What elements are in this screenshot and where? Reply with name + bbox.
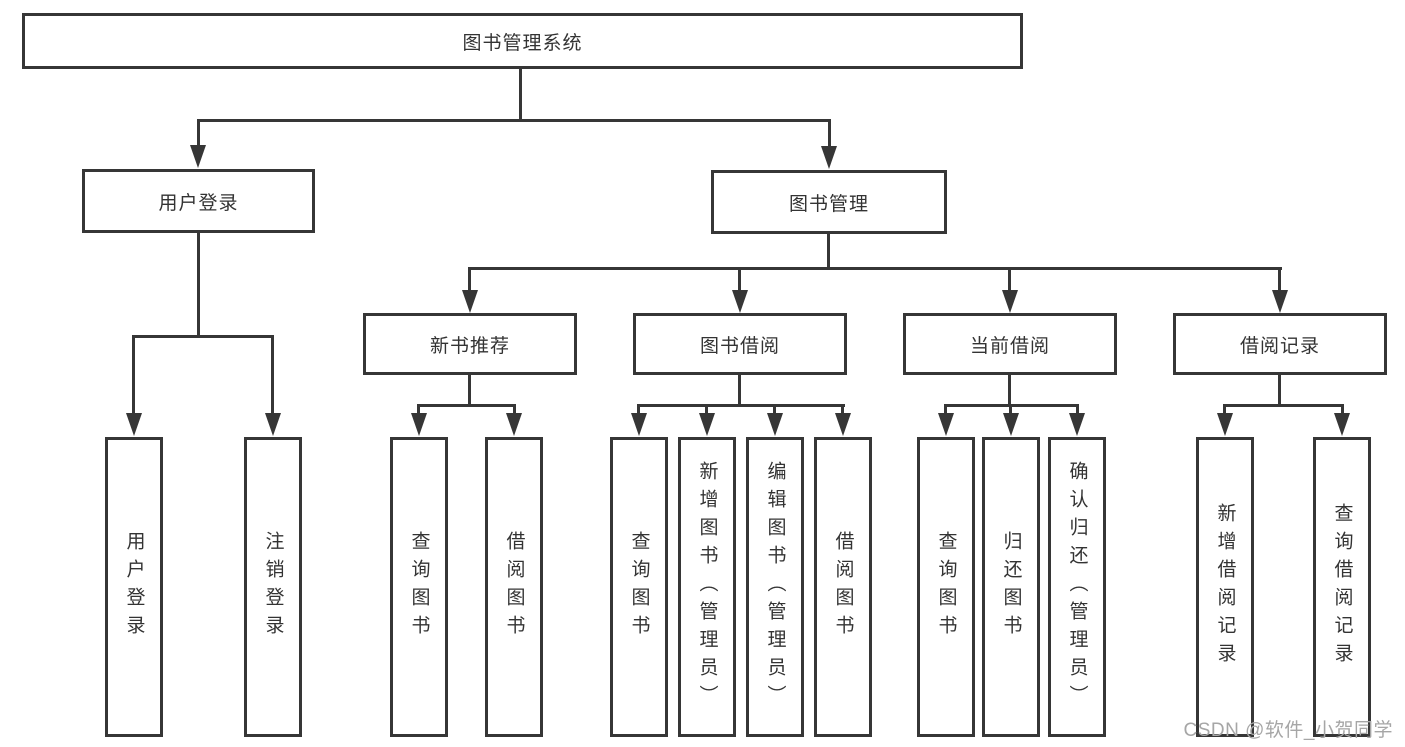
connector-line xyxy=(637,404,640,416)
connector-line xyxy=(773,404,776,416)
connector-line xyxy=(468,374,471,406)
connector-line xyxy=(944,404,947,416)
connector-line xyxy=(1008,374,1011,406)
node-label: 借阅图书 xyxy=(503,531,525,643)
node-label: 用户登录 xyxy=(123,531,145,643)
node-label: 新书推荐 xyxy=(429,335,510,357)
csdn-watermark: CSDN @软件_小贺同学 xyxy=(1183,720,1393,741)
arrow-down-icon xyxy=(835,413,851,436)
node-current-borrow: 当前借阅 xyxy=(903,313,1117,375)
node-new-book-recommend: 新书推荐 xyxy=(363,313,577,375)
arrow-down-icon xyxy=(732,290,748,313)
connector-line xyxy=(513,404,516,416)
leaf-query-borrow-record: 查询借阅记录 xyxy=(1313,437,1371,737)
leaf-query-books-borrow: 查询图书 xyxy=(610,437,668,737)
node-label: 归还图书 xyxy=(1000,531,1022,643)
connector-line xyxy=(828,119,831,151)
arrow-down-icon xyxy=(631,413,647,436)
node-label: 图书借阅 xyxy=(699,335,780,357)
connector-line xyxy=(827,233,830,268)
node-label: 查询图书 xyxy=(628,531,650,643)
arrow-down-icon xyxy=(126,413,142,436)
connector-line xyxy=(468,267,1282,270)
node-label: 注销登录 xyxy=(262,531,284,643)
connector-line xyxy=(1076,404,1079,416)
leaf-add-borrow-record: 新增借阅记录 xyxy=(1196,437,1254,737)
node-label: 借阅记录 xyxy=(1239,335,1320,357)
arrow-down-icon xyxy=(506,413,522,436)
connector-line xyxy=(637,404,845,407)
node-book-management: 图书管理 xyxy=(711,170,947,234)
connector-line xyxy=(197,119,831,122)
leaf-confirm-return-admin: 确认归还（管理员） xyxy=(1048,437,1106,737)
connector-line xyxy=(1009,404,1012,416)
connector-line xyxy=(468,267,471,293)
connector-line xyxy=(197,232,200,336)
connector-line xyxy=(1223,404,1226,416)
leaf-borrow-books: 借阅图书 xyxy=(814,437,872,737)
node-label: 编辑图书（管理员） xyxy=(764,461,786,713)
arrow-down-icon xyxy=(767,413,783,436)
connector-line xyxy=(197,119,200,151)
arrow-down-icon xyxy=(1334,413,1350,436)
arrow-down-icon xyxy=(1272,290,1288,313)
arrow-down-icon xyxy=(1069,413,1085,436)
node-label: 图书管理 xyxy=(788,193,869,215)
node-label: 新增图书（管理员） xyxy=(696,461,718,713)
arrow-down-icon xyxy=(265,413,281,436)
leaf-logout: 注销登录 xyxy=(244,437,302,737)
connector-line xyxy=(1278,267,1281,293)
connector-line xyxy=(132,335,135,415)
connector-line xyxy=(417,404,420,416)
node-label: 借阅图书 xyxy=(832,531,854,643)
connector-line xyxy=(271,335,274,415)
arrow-down-icon xyxy=(462,290,478,313)
connector-line xyxy=(705,404,708,416)
arrow-down-icon xyxy=(699,413,715,436)
leaf-edit-books-admin: 编辑图书（管理员） xyxy=(746,437,804,737)
arrow-down-icon xyxy=(1003,413,1019,436)
node-label: 当前借阅 xyxy=(969,335,1050,357)
connector-line xyxy=(1278,374,1281,406)
connector-line xyxy=(841,404,844,416)
node-library-management-system: 图书管理系统 xyxy=(22,13,1023,69)
leaf-borrow-books-recommend: 借阅图书 xyxy=(485,437,543,737)
leaf-query-books-current: 查询图书 xyxy=(917,437,975,737)
node-borrow-records: 借阅记录 xyxy=(1173,313,1387,375)
node-label: 查询图书 xyxy=(935,531,957,643)
connector-line xyxy=(132,335,274,338)
node-label: 查询借阅记录 xyxy=(1331,503,1353,671)
node-label: 新增借阅记录 xyxy=(1214,503,1236,671)
connector-line xyxy=(738,374,741,406)
connector-line xyxy=(1008,267,1011,293)
node-book-borrow: 图书借阅 xyxy=(633,313,847,375)
node-label: 确认归还（管理员） xyxy=(1066,461,1088,713)
arrow-down-icon xyxy=(1217,413,1233,436)
leaf-user-login: 用户登录 xyxy=(105,437,163,737)
leaf-query-books-recommend: 查询图书 xyxy=(390,437,448,737)
arrow-down-icon xyxy=(411,413,427,436)
connector-line xyxy=(738,267,741,293)
leaf-return-books: 归还图书 xyxy=(982,437,1040,737)
leaf-add-books-admin: 新增图书（管理员） xyxy=(678,437,736,737)
connector-line xyxy=(1341,404,1344,416)
arrow-down-icon xyxy=(1002,290,1018,313)
arrow-down-icon xyxy=(821,146,837,169)
node-label: 图书管理系统 xyxy=(462,32,583,54)
node-label: 用户登录 xyxy=(158,192,239,214)
arrow-down-icon xyxy=(938,413,954,436)
node-label: 查询图书 xyxy=(408,531,430,643)
connector-line xyxy=(519,68,522,120)
connector-line xyxy=(417,404,516,407)
node-user-login: 用户登录 xyxy=(82,169,315,233)
arrow-down-icon xyxy=(190,145,206,168)
connector-line xyxy=(1223,404,1344,407)
